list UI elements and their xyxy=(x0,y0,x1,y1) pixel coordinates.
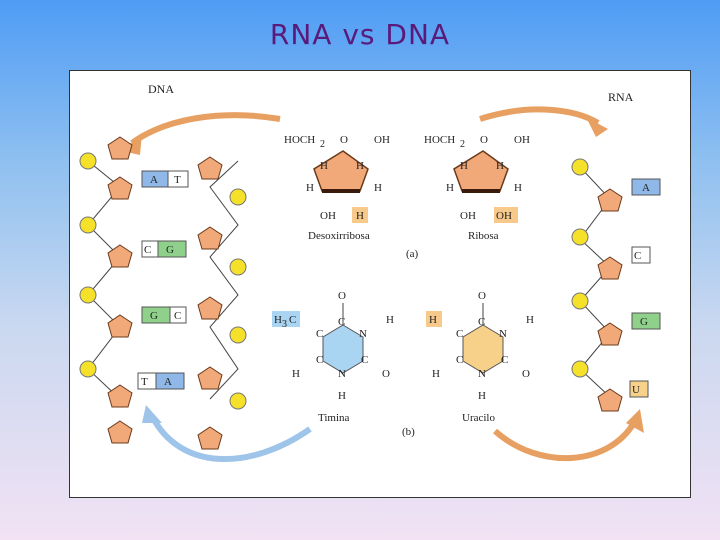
bottom-left-arrow xyxy=(142,405,312,463)
svg-text:H: H xyxy=(374,182,382,194)
svg-text:N: N xyxy=(478,368,486,380)
uracil-structure: H O C C N C C N H O H H Uracilo (b) xyxy=(402,290,534,438)
svg-text:C: C xyxy=(361,354,368,366)
svg-text:2: 2 xyxy=(460,139,465,150)
panel-a-label: (a) xyxy=(406,248,419,260)
figure-canvas: DNA RNA xyxy=(79,82,661,463)
svg-text:C: C xyxy=(316,354,323,366)
top-right-arrow xyxy=(479,106,608,137)
svg-text:C: C xyxy=(456,354,463,366)
dna-pair-2-right: G xyxy=(166,244,174,256)
rna-base-4: U xyxy=(632,384,640,396)
dna-helix: A T C G G C T A xyxy=(79,136,247,450)
svg-text:C: C xyxy=(456,328,463,340)
ribose-name: Ribosa xyxy=(468,230,499,242)
svg-text:H: H xyxy=(514,182,522,194)
rna-base-1: A xyxy=(642,182,650,194)
svg-text:O: O xyxy=(338,290,346,302)
svg-text:HOCH: HOCH xyxy=(424,134,455,146)
rna-label: RNA xyxy=(608,90,634,104)
svg-text:H: H xyxy=(429,314,437,326)
svg-text:N: N xyxy=(359,328,367,340)
svg-text:C: C xyxy=(338,316,345,328)
svg-text:2: 2 xyxy=(320,139,325,150)
thymine-structure: H 3 C O C C N C C N H O H H Timina xyxy=(272,290,394,424)
svg-text:H: H xyxy=(274,314,282,326)
uracil-name: Uracilo xyxy=(462,412,495,424)
svg-text:H: H xyxy=(306,182,314,194)
svg-text:N: N xyxy=(338,368,346,380)
svg-text:H: H xyxy=(338,390,346,402)
dna-pair-1-right: T xyxy=(174,174,181,186)
thymine-name: Timina xyxy=(318,412,350,424)
dna-pair-4-left: T xyxy=(141,376,148,388)
svg-text:OH: OH xyxy=(374,134,390,146)
deoxyribose-structure: HOCH 2 O OH H H H H OH H Desoxirribosa xyxy=(284,134,390,242)
svg-text:OH: OH xyxy=(496,210,512,222)
rna-strand: A C G U xyxy=(571,158,661,412)
svg-text:HOCH: HOCH xyxy=(284,134,315,146)
svg-text:H: H xyxy=(356,210,364,222)
dna-pair-1-left: A xyxy=(150,174,158,186)
svg-text:3: 3 xyxy=(282,319,287,330)
svg-text:C: C xyxy=(289,314,296,326)
dna-pair-2-left: C xyxy=(144,244,151,256)
svg-text:C: C xyxy=(478,316,485,328)
dna-label: DNA xyxy=(148,82,174,96)
rna-base-3: G xyxy=(640,316,648,328)
dna-pair-4-right: A xyxy=(164,376,172,388)
svg-text:OH: OH xyxy=(460,210,476,222)
bottom-right-arrow xyxy=(493,409,644,462)
slide-title: RNA vs DNA xyxy=(269,18,451,51)
panel-b-label: (b) xyxy=(402,426,415,438)
ribose-structure: HOCH 2 O OH H H H H OH OH Ribosa (a) xyxy=(406,134,530,260)
dna-pair-3-left: G xyxy=(150,310,158,322)
dna-rna-figure: DNA RNA xyxy=(69,70,691,498)
svg-text:O: O xyxy=(480,134,488,146)
svg-text:H: H xyxy=(496,160,504,172)
svg-text:H: H xyxy=(292,368,300,380)
svg-text:H: H xyxy=(386,314,394,326)
svg-text:OH: OH xyxy=(514,134,530,146)
svg-text:H: H xyxy=(460,160,468,172)
svg-text:H: H xyxy=(526,314,534,326)
svg-text:H: H xyxy=(478,390,486,402)
rna-base-2: C xyxy=(634,250,641,262)
svg-text:O: O xyxy=(522,368,530,380)
svg-text:H: H xyxy=(320,160,328,172)
svg-text:O: O xyxy=(478,290,486,302)
top-left-arrow xyxy=(122,112,281,155)
svg-text:O: O xyxy=(340,134,348,146)
deoxyribose-name: Desoxirribosa xyxy=(308,230,370,242)
svg-text:O: O xyxy=(382,368,390,380)
svg-text:H: H xyxy=(446,182,454,194)
svg-text:H: H xyxy=(432,368,440,380)
svg-text:OH: OH xyxy=(320,210,336,222)
dna-pair-3-right: C xyxy=(174,310,181,322)
svg-text:C: C xyxy=(501,354,508,366)
svg-text:C: C xyxy=(316,328,323,340)
svg-text:H: H xyxy=(356,160,364,172)
svg-text:N: N xyxy=(499,328,507,340)
